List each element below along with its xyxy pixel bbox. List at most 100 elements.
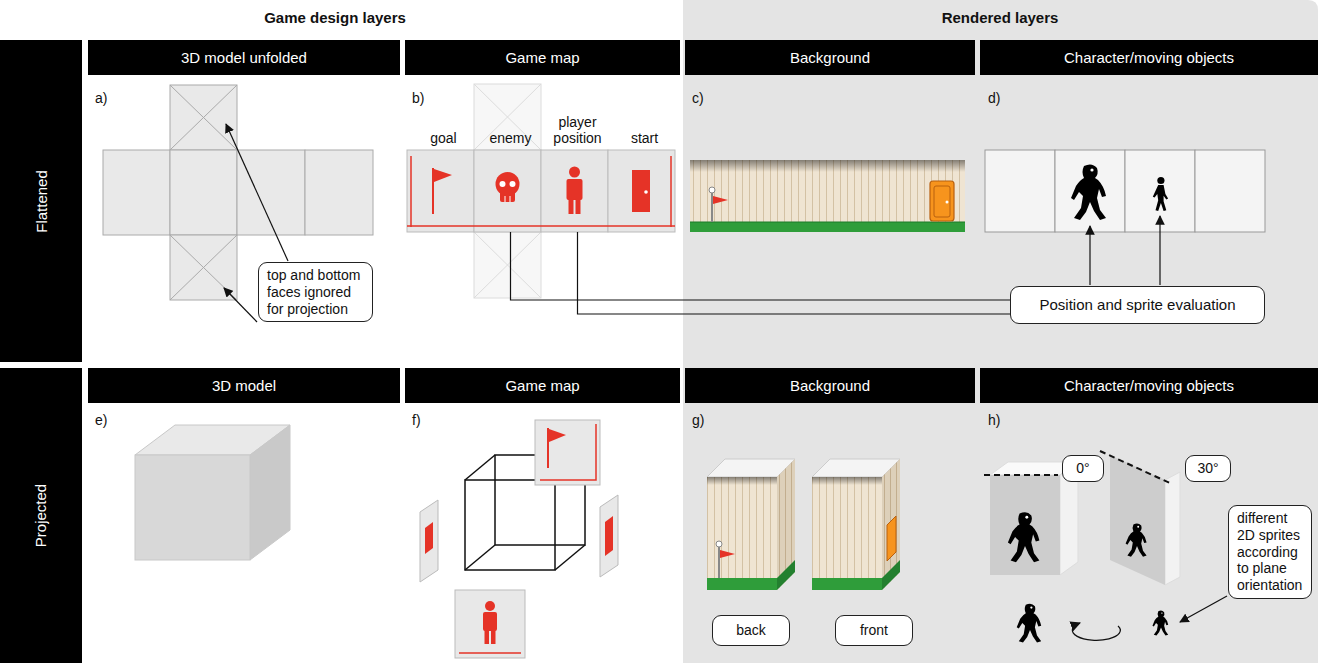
rendered-cube [707, 477, 777, 485]
node-text: 3D model unfolded [181, 49, 307, 66]
faded-face [474, 84, 541, 298]
rendered-cube [707, 477, 777, 590]
sprite-strip [1195, 150, 1265, 232]
rendered-cube [812, 459, 900, 590]
background-strip [690, 222, 965, 223]
map-boundary [410, 156, 412, 227]
column-header: Background [685, 368, 975, 403]
node-text: 0° [1066, 460, 1100, 477]
sprite-strip [1055, 150, 1125, 232]
solid-cube [250, 425, 290, 560]
row-header: Projected [0, 368, 82, 663]
callout-box: different 2D sprites according to plane … [1228, 505, 1312, 599]
projected-face [547, 428, 549, 468]
solid-cube [135, 425, 290, 560]
leader-arrow [1089, 226, 1090, 285]
connector-line [578, 232, 1011, 314]
rendered-cube [777, 459, 795, 590]
map-boundary [407, 225, 675, 227]
leader-arrow [1090, 216, 1160, 285]
background-strip [711, 193, 713, 222]
rendered-cube [707, 578, 777, 590]
panel-letter: e) [95, 412, 107, 428]
node-text: 30° [1189, 460, 1227, 477]
map-strip [541, 150, 608, 232]
player-icon [576, 199, 581, 214]
callout-box: Position and sprite evaluation [1010, 286, 1265, 324]
sprite-strip [985, 150, 1055, 232]
projected-face [549, 429, 566, 442]
row-header: Flattened [0, 40, 82, 362]
background-strip [946, 201, 949, 204]
panel-letter: f) [412, 412, 421, 428]
rendered-cube [812, 477, 882, 590]
background-strip [690, 160, 965, 172]
rotation-arrow [1072, 623, 1120, 640]
map-cell: goal [407, 110, 480, 232]
rendered-cube [716, 541, 722, 547]
node-text: Character/moving objects [1064, 377, 1234, 394]
background-strip [934, 186, 950, 217]
column-header: Game map [405, 368, 680, 403]
projected-face [491, 630, 496, 644]
flag-icon [433, 168, 452, 214]
projected-face [459, 652, 521, 654]
leader-arrow [224, 288, 257, 322]
projected-face [483, 612, 497, 631]
column-header: 3D model [88, 368, 400, 403]
node-text: front [842, 622, 906, 639]
sprite-plane [1008, 512, 1040, 562]
node-text: Character/moving objects [1064, 49, 1234, 66]
skull-icon [510, 196, 511, 202]
player-icon [569, 199, 574, 214]
faded-face [474, 232, 541, 298]
sprite-plane [1126, 523, 1147, 556]
skull-icon [505, 196, 506, 202]
node-text: different 2D sprites according to plane … [1237, 510, 1303, 594]
rendered-cube [887, 516, 896, 561]
map-cell: enemy [474, 110, 547, 232]
flag-icon [434, 169, 452, 182]
rendered-cube [882, 459, 900, 590]
panel-letter: h) [988, 412, 1000, 428]
wire-cube [555, 545, 585, 570]
panel-letter: c) [692, 90, 704, 106]
projected-face [600, 495, 618, 577]
player-icon [569, 167, 580, 178]
callout-box: back [712, 615, 790, 646]
node-text: 3D model [212, 377, 276, 394]
sprite-front [1017, 604, 1041, 643]
projected-face [425, 522, 433, 554]
panel-letter: h) [988, 412, 1000, 428]
wire-cube [465, 480, 555, 570]
node-text: start [608, 130, 681, 146]
sprite-strip [985, 150, 1265, 232]
background-strip [709, 187, 715, 193]
skull-icon [510, 181, 516, 187]
node-text: player position [541, 114, 614, 146]
section-title: Rendered layers [840, 9, 1160, 26]
panel-letter: f) [412, 412, 421, 428]
sprite-turned [1152, 611, 1168, 636]
node-text: Game map [505, 377, 579, 394]
map-strip [407, 150, 675, 232]
projected-face [420, 420, 618, 658]
background-strip [690, 222, 965, 232]
rendered-cube [718, 547, 720, 578]
projected-face [485, 630, 490, 644]
solid-cube [135, 455, 250, 560]
callout-box: top and bottom faces ignored for project… [258, 262, 373, 322]
panel-letter: d) [988, 90, 1000, 106]
panel-letter: g) [692, 412, 704, 428]
door-icon [632, 170, 650, 212]
projected-face [455, 590, 525, 658]
unfolded-cube [103, 150, 170, 235]
rendered-region [683, 0, 1318, 663]
sprite-plane [990, 475, 1060, 575]
projected-face [535, 420, 600, 485]
leader-arrow [1180, 596, 1227, 622]
door-icon [632, 170, 650, 212]
column-header: Character/moving objects [980, 368, 1318, 403]
